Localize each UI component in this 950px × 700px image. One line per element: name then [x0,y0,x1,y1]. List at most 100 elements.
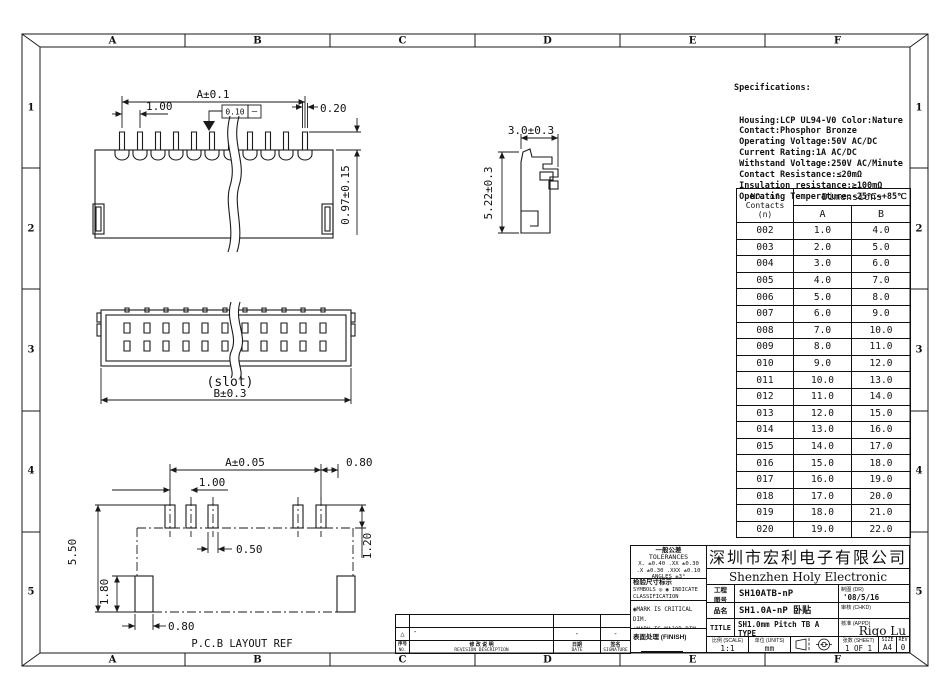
chk-cell: 审核 (CHKD) [838,602,910,619]
marks-box: ◉MARK IS CRITICAL DIM. ◎MARK IS MAJOR DI… [630,600,707,629]
pcb-centerlines [136,497,354,613]
pcb-view [134,497,356,613]
tolerance-title-en: TOLERANCES [648,553,689,561]
zone-column-top: F [833,35,842,46]
inspection-line1: SYMBOLS ◎ ◉ INDICATE [633,587,698,593]
dim-front-pin-width: 0.20 [320,102,347,115]
zone-column-bottom: F [833,654,842,665]
zone-column-bottom: E [688,654,697,665]
contacts-col-header: NO. of Contacts (n) [736,188,794,223]
company-name-cn: 深圳市宏利电子有限公司 [706,545,910,569]
revision-header-sig-cn: 签名 [610,642,621,648]
top-view-dimensions [100,368,352,404]
zone-column-bottom: B [253,654,262,665]
zone-row-right: 4 [915,465,923,477]
revision-header-desc-cn: 修 改 说 明 [469,642,494,648]
major-dim-note: ◎MARK IS MAJOR DIM. [633,625,706,628]
zone-row-left: 1 [27,102,35,114]
units-cell: 单位 (UNITS) mm [748,636,791,653]
spec-line: Withstand Voltage:250V AC/Minute [734,159,903,170]
revision-header-desc-en: REVISION DESCRIPTION [454,648,509,653]
projection-cell [790,636,839,653]
zone-row-right: 1 [915,102,923,114]
tolerance-line3: ANGLES ±3° [651,574,686,579]
spec-line: Housing:LCP UL94-V0 Color:Nature [734,115,903,126]
drawing-no-label: 工程 图号 [706,584,735,603]
critical-dim-note: ◉MARK IS CRITICAL DIM. [633,607,693,623]
revision-sig: - [600,627,631,641]
units-value: mm [764,644,775,653]
rev-label: REV [898,637,908,643]
spec-line: Contact Resistance:≤20mΩ [734,170,862,181]
dim-pcb-right-height: 1.20 [361,533,374,560]
datum-triangle [203,121,215,131]
break-line [238,301,244,379]
zone-row-right: 3 [915,344,923,356]
part-name-label: 品名 [706,602,735,619]
slot-label: (slot) [207,375,254,390]
dim-side-height: 5.22±0.3 [482,167,495,220]
spec-line: Current Rating:1A AC/DC [734,148,857,159]
dim-top-b: B±0.3 [213,387,246,400]
size-cell: SIZE A4 [878,636,897,653]
title-value: SH1.0mm Pitch TB A TYPE FOR SMT CONN [734,618,839,637]
dr-cell: 制图 (DR) '08/5/16 [838,584,910,603]
front-view [92,115,334,253]
scale-value: 1:1 [720,644,735,653]
inspection-title-cn: 检验尺寸标示 [633,579,672,586]
tolerance-line2: .X ±0.30 .XXX ±0.10 [636,567,701,574]
revision-header-mark-en: NO. [398,647,407,652]
spec-line: Contact:Phosphor Bronze [734,126,857,137]
dimension-labels: A±0.1 1.00 0.20 0.10 — 0.97±0.15 3.0±0.3… [66,88,554,650]
dim-pcb-pad: 0.50 [236,543,263,556]
break-line [227,115,233,253]
dim-front-pitch: 1.00 [146,100,173,113]
title-label: TITLE [706,618,735,637]
scale-cell: 比例 (SCALE) 1:1 [706,636,749,653]
zone-column-bottom: D [543,654,552,665]
top-ticks [124,307,326,313]
units-label: 单位 (UNITS) [754,638,785,644]
zone-row-left: 4 [27,465,35,477]
finish-box: 表面处理 (FINISH) [630,628,707,653]
inspection-line2: CLASSIFICATION DIMENSION [633,593,679,600]
revision-header-mark-cn: 序号 [398,641,407,646]
zone-row-left: 5 [27,586,35,598]
rev-cell: REV 0 [896,636,910,653]
tolerance-box: 一般公差 TOLERANCES X. ±0.40 .XX ±0.30 .X ±0… [630,545,707,579]
appd-value: Rigo Lu [858,624,906,637]
zone-column-top: E [688,35,697,46]
dr-label: 制图 (DR) [841,587,864,593]
sheet-cell: 张数 (SHEET) 1 OF 1 [838,636,879,653]
col-a-header: A [793,205,852,223]
spec-line: Operating Voltage:50V AC/DC [734,137,878,148]
tolerance-title-cn: 一般公差 [655,547,682,554]
finish-label: 表面处理 (FINISH) [633,634,687,641]
side-view [520,148,559,234]
front-pins [118,131,309,151]
fcf-value: 0.10 [225,108,244,117]
dim-pcb-pad-width: 0.80 [168,620,195,633]
dim-front-height: 0.97±0.15 [339,165,352,225]
pcb-caption: P.C.B LAYOUT REF [191,638,292,650]
chk-label: 审核 (CHKD) [841,605,871,611]
revision-header-date-cn: 日期 [571,642,582,648]
dimensions-header: Dimensions [793,188,911,206]
company-name-en: Shenzhen Holy Electronic Co.,Ltd [706,568,910,585]
dim-pcb-left-height: 5.50 [66,539,79,566]
sheet-label: 张数 (SHEET) [842,638,875,644]
